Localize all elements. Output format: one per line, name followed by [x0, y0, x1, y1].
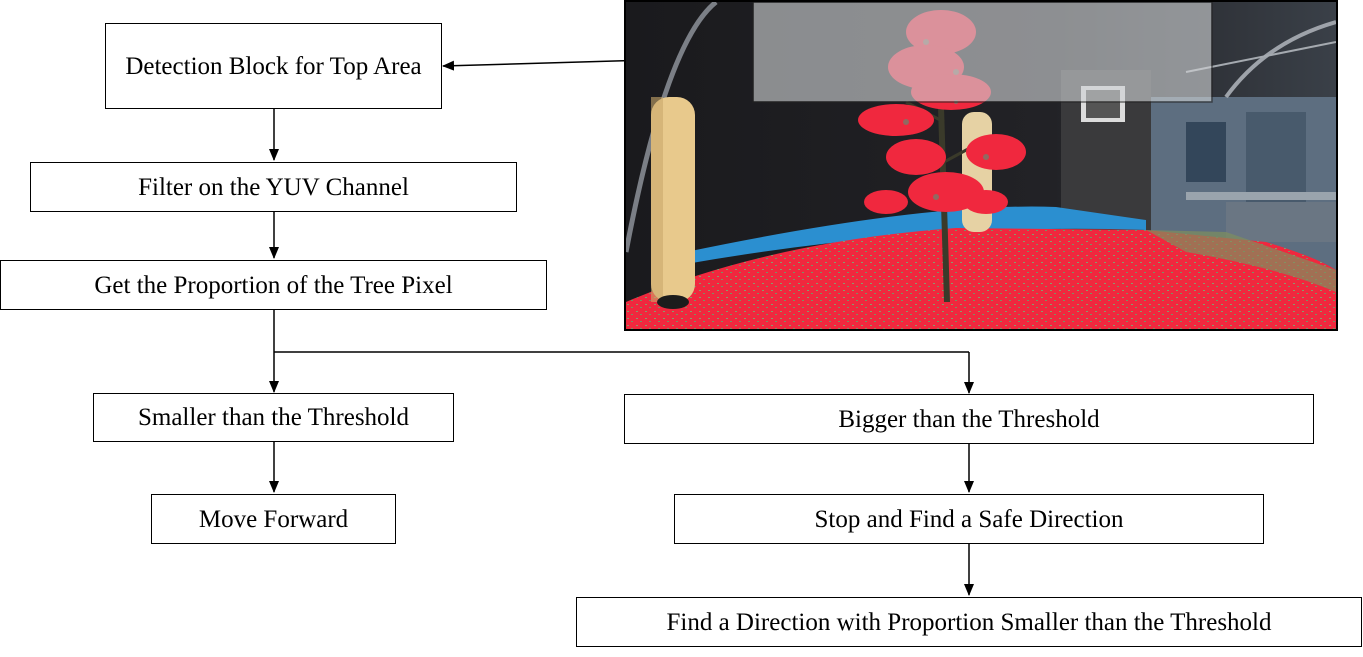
get-proportion-label: Get the Proportion of the Tree Pixel	[94, 271, 453, 299]
get-proportion-node: Get the Proportion of the Tree Pixel	[0, 260, 547, 310]
truss-arch	[626, 2, 718, 253]
smaller-threshold-label: Smaller than the Threshold	[137, 404, 409, 431]
camera-scene	[626, 2, 1336, 329]
smaller-threshold-node: Smaller than the Threshold	[93, 393, 454, 442]
filter-yuv-label: Filter on the YUV Channel	[138, 173, 409, 201]
blue-mat-edge	[686, 206, 1146, 264]
filter-yuv-node: Filter on the YUV Channel	[30, 162, 517, 212]
move-forward-label: Move Forward	[198, 505, 349, 533]
camera-detection-image	[624, 0, 1338, 331]
find-direction-node: Find a Direction with Proportion Smaller…	[576, 597, 1362, 647]
stop-find-safe-label: Stop and Find a Safe Direction	[814, 505, 1124, 533]
bigger-threshold-node: Bigger than the Threshold	[624, 394, 1314, 444]
highlighted-floor	[626, 228, 1336, 329]
top-detection-area	[752, 2, 1213, 103]
bigger-threshold-label: Bigger than the Threshold	[838, 405, 1100, 433]
find-direction-label: Find a Direction with Proportion Smaller…	[666, 608, 1272, 636]
stop-find-safe-node: Stop and Find a Safe Direction	[674, 494, 1264, 544]
padded-post-center	[962, 112, 992, 232]
detection-block-node: Detection Block for Top Area	[105, 23, 442, 109]
move-forward-node: Move Forward	[151, 494, 396, 544]
detection-block-label: Detection Block for Top Area	[125, 52, 422, 80]
